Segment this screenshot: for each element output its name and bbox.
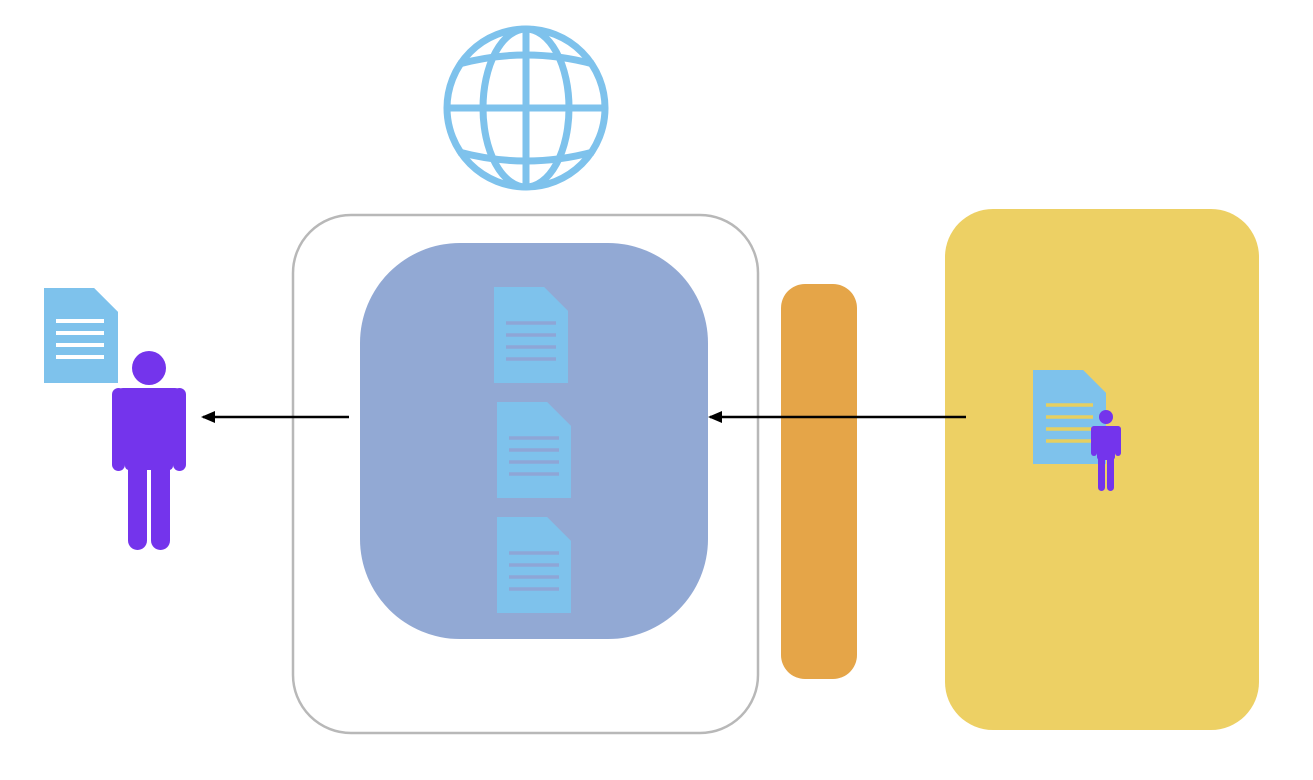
document-icon — [44, 288, 118, 383]
globe-icon — [443, 25, 609, 191]
person-icon — [1091, 410, 1121, 491]
firewall-bar — [781, 284, 857, 679]
document-icon — [497, 517, 571, 613]
document-icon — [494, 287, 568, 383]
person-icon — [112, 351, 186, 550]
document-icon — [1033, 370, 1106, 464]
document-icon — [497, 402, 571, 498]
